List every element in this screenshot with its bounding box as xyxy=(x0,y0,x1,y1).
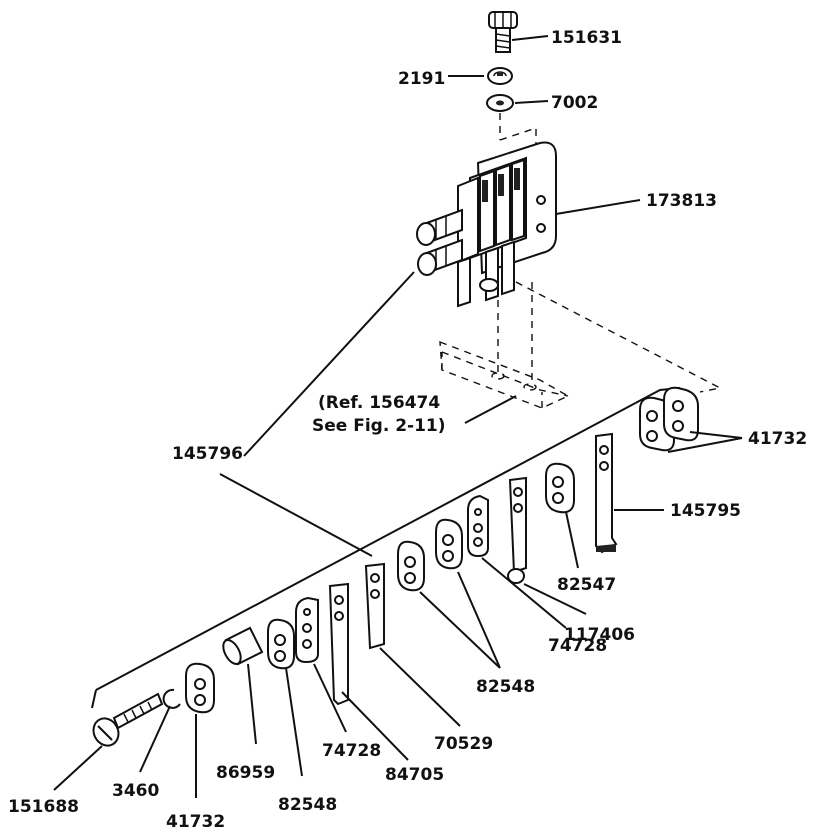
label-70529: 70529 xyxy=(434,734,493,754)
top-flat-washer xyxy=(486,94,514,112)
insulator-82548-right-b xyxy=(397,540,425,592)
axis-line-end xyxy=(91,689,97,709)
label-145796: 145796 xyxy=(172,444,243,464)
leader-151631 xyxy=(511,35,549,41)
leader-82548-right xyxy=(419,571,501,669)
contact-74728-right xyxy=(467,494,489,558)
reference-block-156474 xyxy=(439,340,570,409)
label-82548-left: 82548 xyxy=(278,795,337,815)
label-7002: 7002 xyxy=(551,93,598,113)
contact-74728-left xyxy=(295,596,319,664)
leader-173813 xyxy=(555,199,641,215)
label-145795: 145795 xyxy=(670,501,741,521)
leader-117406 xyxy=(523,583,587,615)
label-151631: 151631 xyxy=(551,28,622,48)
label-ref-line1: (Ref. 156474 xyxy=(318,393,440,413)
label-2191: 2191 xyxy=(398,69,445,89)
screw-151688 xyxy=(92,692,164,747)
leader-7002 xyxy=(514,100,549,104)
leader-74728-left xyxy=(313,663,347,733)
label-41732-right: 41732 xyxy=(748,429,807,449)
leader-74728-right xyxy=(481,557,567,629)
sleeve-86959 xyxy=(222,626,264,666)
label-84705: 84705 xyxy=(385,765,444,785)
label-82547: 82547 xyxy=(557,575,616,595)
leader-41732-right xyxy=(667,431,743,453)
label-82548-right: 82548 xyxy=(476,677,535,697)
leader-84705 xyxy=(341,691,409,761)
contact-84705 xyxy=(328,582,349,706)
insulator-82547 xyxy=(545,462,575,514)
top-screw xyxy=(488,11,518,53)
contact-117406 xyxy=(507,476,527,584)
leader-145796-lower xyxy=(219,473,373,557)
leader-156474 xyxy=(464,395,517,424)
insulator-82548-right-a xyxy=(435,518,463,570)
leader-3460 xyxy=(139,705,171,773)
bracket-assembly-173813 xyxy=(416,141,557,308)
top-lock-washer xyxy=(487,67,513,85)
insulator-82548-left xyxy=(267,618,295,670)
label-ref-line2: See Fig. 2-11) xyxy=(312,416,446,436)
retaining-ring-3460 xyxy=(162,688,181,709)
stud-upper xyxy=(416,208,463,246)
leader-82548-left xyxy=(285,667,303,777)
leader-70529 xyxy=(379,647,461,727)
label-74728-left: 74728 xyxy=(322,741,381,761)
contact-70529 xyxy=(364,562,385,650)
leader-86959 xyxy=(247,663,257,745)
leader-151688 xyxy=(53,745,103,791)
alignment-dash-top xyxy=(499,113,537,148)
leader-82547 xyxy=(565,511,579,569)
alignment-dash-bracket xyxy=(497,281,723,393)
label-41732-left: 41732 xyxy=(166,812,225,832)
label-117406: 117406 xyxy=(564,625,635,645)
contact-spring-145795 xyxy=(595,432,618,554)
stud-lower xyxy=(417,238,463,276)
insulator-41732-left xyxy=(185,662,215,714)
end-insulator-pair-41732 xyxy=(639,386,699,452)
label-151688: 151688 xyxy=(8,797,79,817)
label-86959: 86959 xyxy=(216,763,275,783)
leader-145796-upper xyxy=(243,271,415,457)
label-173813: 173813 xyxy=(646,191,717,211)
label-74728-right: 74728 xyxy=(548,636,607,656)
label-3460: 3460 xyxy=(112,781,159,801)
